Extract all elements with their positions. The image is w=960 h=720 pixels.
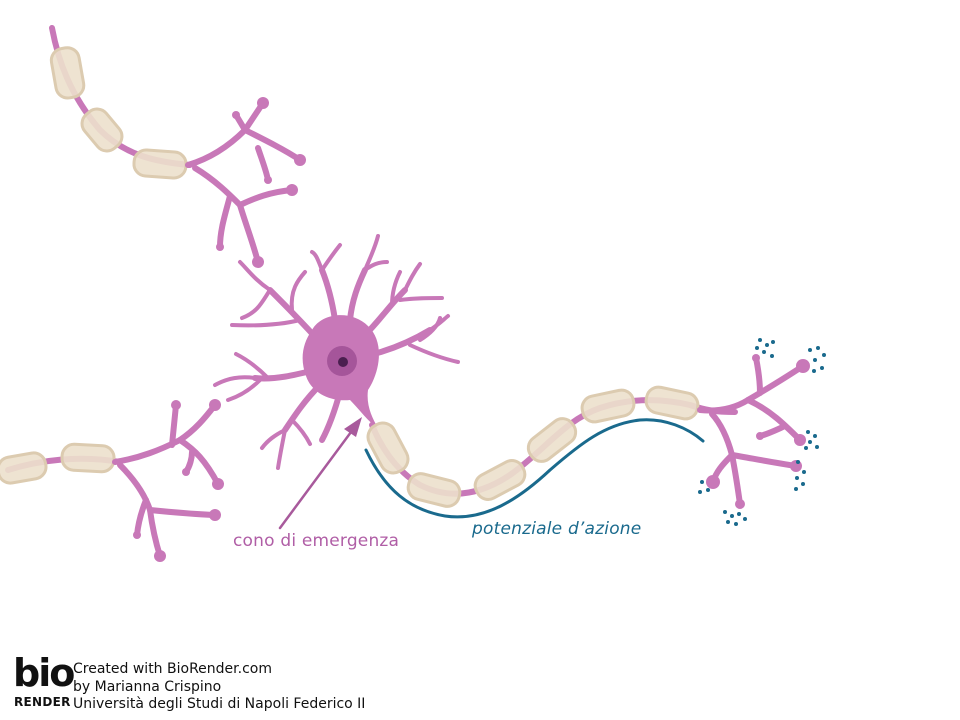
action-potential-curve: [364, 418, 705, 519]
myelin-sheath: [60, 442, 116, 474]
main-axon: [366, 338, 826, 526]
credits-line-3: Università degli Studi di Napoli Federic…: [73, 696, 366, 712]
myelin-sheath: [644, 385, 700, 421]
myelin-sheath: [526, 417, 578, 463]
axon-myelin-sheaths: [366, 385, 700, 508]
myelin-sheath: [49, 46, 86, 100]
logo-sub: RENDER: [14, 695, 71, 709]
upper-terminal-branches: [185, 100, 303, 265]
myelin-sheath: [366, 421, 410, 475]
upper-myelin-sheaths: [49, 46, 188, 180]
left-terminal-buttons: [133, 399, 224, 562]
axon-hillock-label: cono di emergenza: [233, 531, 400, 551]
myelin-sheath: [132, 148, 188, 180]
right-terminal-buttons: [706, 354, 810, 509]
myelin-sheath: [580, 388, 636, 424]
nucleolus: [338, 357, 348, 367]
action-potential-label: potenziale d’azione: [472, 519, 642, 539]
myelin-sheath: [80, 107, 124, 153]
myelin-sheath: [406, 472, 462, 508]
axon-hillock-arrow: [278, 417, 362, 530]
credits-line-1: Created with BioRender.com: [73, 661, 272, 677]
left-axon-terminal: [0, 399, 224, 562]
upper-terminal-buttons: [216, 97, 306, 268]
credits: Created with BioRender.com by Marianna C…: [73, 661, 365, 714]
myelin-sheath: [473, 459, 527, 501]
left-myelin-sheaths: [0, 442, 116, 485]
central-neuron: [213, 234, 460, 470]
logo-word: bio: [13, 651, 75, 695]
myelin-sheath: [0, 451, 48, 485]
dendrites: [213, 234, 460, 470]
biorender-logo: bio RENDER: [13, 654, 75, 712]
upper-axon-terminal: [49, 25, 306, 268]
left-terminal-branches: [112, 402, 221, 559]
neurotransmitter-vesicles: [698, 338, 826, 526]
credits-line-2: by Marianna Crispino: [73, 678, 222, 695]
